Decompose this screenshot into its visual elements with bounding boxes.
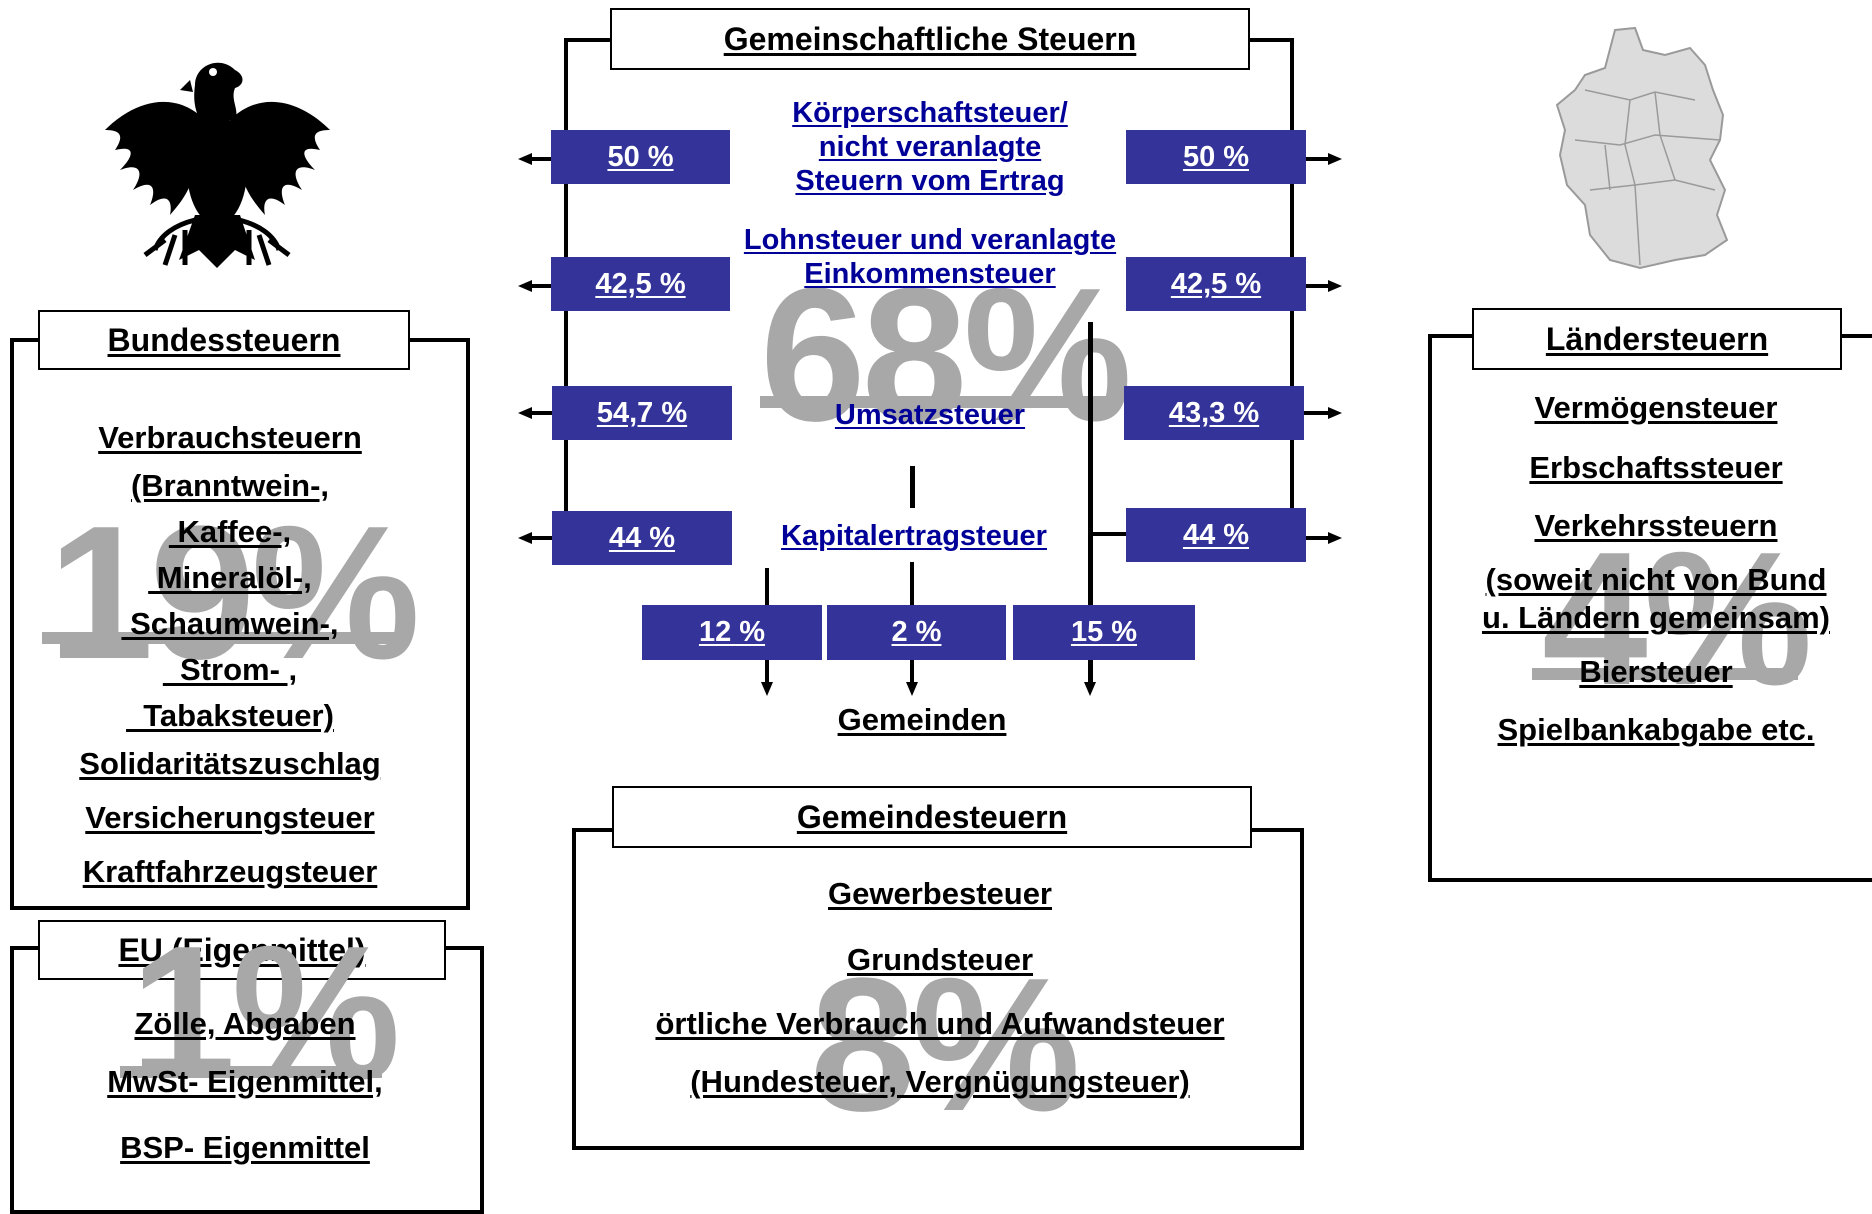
laender-share-lohnsteuer[interactable]: 42,5 % <box>1126 257 1306 311</box>
gemeinde-item-3[interactable]: (Hundesteuer, Vergnügungsteuer) <box>690 1064 1190 1099</box>
laender-items: Vermögensteuer Erbschaftssteuer Verkehrs… <box>1430 390 1872 770</box>
laender-item-1[interactable]: Erbschaftssteuer <box>1529 450 1783 485</box>
bund-item-0[interactable]: Verbrauchsteuern <box>98 420 362 455</box>
bund-items: Verbrauchsteuern (Branntwein-, Kaffee-, … <box>10 420 450 900</box>
laender-title: Ländersteuern <box>1472 308 1842 370</box>
gemeinde-watermark: 8% <box>810 939 1081 1151</box>
laender-share-kapitalertragsteuer[interactable]: 44 % <box>1126 508 1306 562</box>
laender-item-2[interactable]: Verkehrssteuern <box>1534 508 1778 543</box>
laender-share-koerperschaftsteuer[interactable]: 50 % <box>1126 130 1306 184</box>
shared-label-kapitalertragsteuer[interactable]: Kapitalertragsteuer <box>781 520 1047 552</box>
bund-item-5[interactable]: Strom- , <box>162 652 298 687</box>
laender-item-3[interactable]: (soweit nicht von Bund <box>1485 562 1827 597</box>
gemeinde-share-12[interactable]: 12 % <box>642 605 822 660</box>
gemeinde-title: Gemeindesteuern <box>612 786 1252 848</box>
shared-watermark: 68% <box>760 249 1132 461</box>
bund-share-koerperschaftsteuer[interactable]: 50 % <box>551 130 730 184</box>
bund-item-7[interactable]: Solidaritätszuschlag <box>79 746 381 781</box>
bund-share-umsatzsteuer[interactable]: 54,7 % <box>552 386 732 440</box>
laender-watermark-bar <box>1532 668 1798 680</box>
germany-map-icon <box>1555 26 1729 270</box>
gemeinde-items: Gewerbesteuer Grundsteuer örtliche Verbr… <box>590 876 1290 1116</box>
bund-share-kapitalertragsteuer[interactable]: 44 % <box>552 511 732 565</box>
bund-watermark-bar <box>42 632 400 644</box>
laender-item-5[interactable]: Biersteuer <box>1579 654 1733 689</box>
bund-item-9[interactable]: Kraftfahrzeugsteuer <box>82 854 378 889</box>
shared-label-koerperschaftsteuer[interactable]: Körperschaftsteuer/ nicht veranlagte Ste… <box>792 97 1068 197</box>
gemeinde-item-2[interactable]: örtliche Verbrauch und Aufwandsteuer <box>655 1006 1225 1041</box>
eu-watermark-bar <box>120 1066 382 1078</box>
eu-item-0[interactable]: Zölle, Abgaben <box>134 1006 356 1041</box>
bund-item-1[interactable]: (Branntwein-, <box>130 468 330 503</box>
bund-item-2[interactable]: Kaffee-, <box>168 514 292 549</box>
laender-watermark: 4% <box>1542 513 1813 725</box>
bund-share-lohnsteuer[interactable]: 42,5 % <box>551 257 730 311</box>
bund-item-3[interactable]: Mineralöl-, <box>148 560 312 595</box>
laender-item-0[interactable]: Vermögensteuer <box>1534 390 1778 425</box>
shared-taxes-title: Gemeinschaftliche Steuern <box>610 8 1250 70</box>
eu-item-2[interactable]: BSP- Eigenmittel <box>120 1130 370 1165</box>
shared-label-lohnsteuer[interactable]: Lohnsteuer und veranlagte Einkommensteue… <box>743 224 1117 290</box>
laender-share-umsatzsteuer[interactable]: 43,3 % <box>1124 386 1304 440</box>
bund-item-4[interactable]: Schaumwein-, <box>121 606 339 641</box>
shared-label-umsatzsteuer[interactable]: Umsatzsteuer <box>834 399 1026 431</box>
bund-item-6[interactable]: Tabaksteuer) <box>126 698 334 733</box>
eu-title: EU (Eigenmittel) <box>38 920 446 980</box>
bund-item-8[interactable]: Versicherungsteuer <box>85 800 375 835</box>
bund-watermark: 19% <box>48 487 420 699</box>
laender-item-4[interactable]: u. Ländern gemeinsam) <box>1482 600 1830 635</box>
federal-eagle-icon <box>105 62 330 268</box>
gemeinde-item-0[interactable]: Gewerbesteuer <box>828 876 1052 911</box>
gemeinde-share-2[interactable]: 2 % <box>827 605 1006 660</box>
bund-title: Bundessteuern <box>38 310 410 370</box>
gemeinde-item-1[interactable]: Grundsteuer <box>846 942 1034 977</box>
eu-items: Zölle, Abgaben MwSt- Eigenmittel, BSP- E… <box>60 1006 430 1176</box>
eu-item-1[interactable]: MwSt- Eigenmittel, <box>107 1064 383 1099</box>
gemeinden-label: Gemeinden <box>837 702 1007 737</box>
laender-item-6[interactable]: Spielbankabgabe etc. <box>1497 712 1815 747</box>
shared-watermark-bar <box>760 396 1120 408</box>
gemeinde-share-15[interactable]: 15 % <box>1013 605 1195 660</box>
